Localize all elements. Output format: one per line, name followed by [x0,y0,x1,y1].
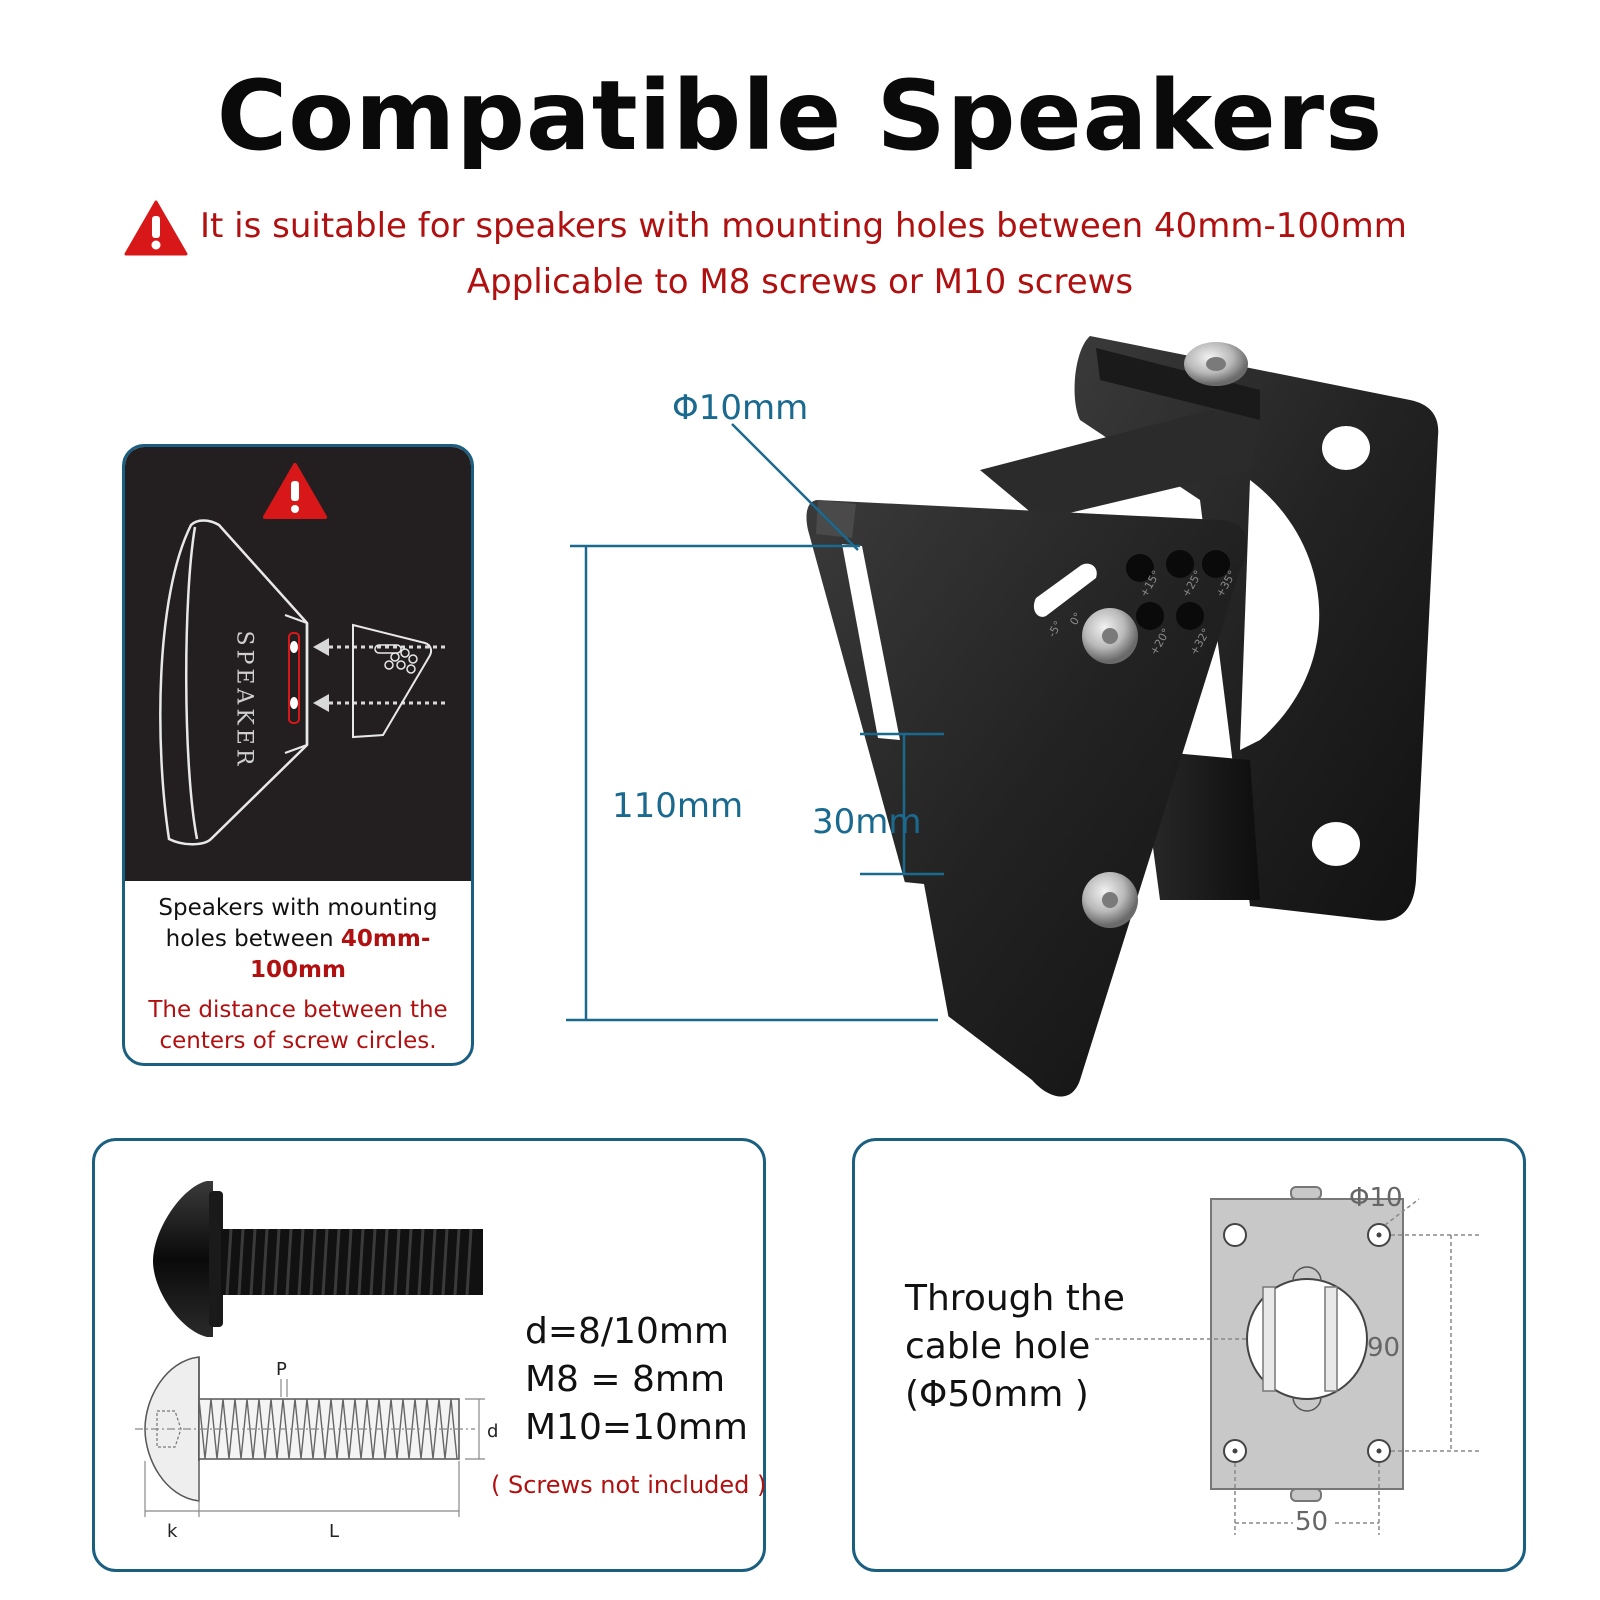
warning-triangle-icon [263,463,327,519]
hole-range-highlight: 40mm-100mm [250,926,431,983]
angle-mark: 0° [1067,610,1085,627]
speaker-description: Speakers with mounting holes between 40m… [125,893,471,986]
speaker-label: SPEAKER [231,630,257,770]
screws-not-included-note: ( Screws not included ) [491,1471,767,1499]
warning-triangle-icon [124,200,188,256]
screw-spec-card: P d k L d=8/10mm M8 = 8mm M10=10mm ( Scr… [92,1138,766,1572]
m8-spec: M8 = 8mm [525,1359,726,1400]
horizontal-spacing-label: 50 [1295,1507,1329,1537]
pitch-letter: P [276,1359,287,1380]
subtitle-line-1: It is suitable for speakers with mountin… [200,206,1407,246]
speaker-description-prefix: Speakers with mounting holes between [158,895,438,952]
diameter-letter: d [487,1421,498,1442]
spacing-dimension-label: 30mm [812,802,922,842]
cable-hole-description: Through the cable hole (Φ50mm ) [905,1275,1125,1419]
plate-hole-label: Φ10 [1349,1183,1403,1213]
screw-center-note: The distance between the centers of scre… [148,997,448,1054]
cable-text-line-1: Through the [905,1278,1125,1319]
head-length-letter: k [167,1521,178,1542]
cable-text-line-2: cable hole [905,1326,1091,1367]
speaker-illustration [159,463,445,846]
speaker-illustration-panel: SPEAKER [125,447,471,881]
length-letter: L [329,1521,339,1542]
hole-diameter-label: Φ10mm [672,388,809,428]
page-title: Compatible Speakers [216,60,1384,172]
screw-diameter-spec: d=8/10mm [525,1311,729,1352]
cable-text-line-3: (Φ50mm ) [905,1374,1089,1415]
m10-spec: M10=10mm [525,1407,748,1448]
wall-bracket-illustration: -5° 0° +15° +20° +25° +32° +35° [566,336,1439,1097]
mounting-plate-diagram [1095,1186,1479,1535]
screw-illustration: P d k L [135,1181,498,1542]
subtitle-line-2: Applicable to M8 screws or M10 screws [466,262,1134,302]
mounting-plate-card: Through the cable hole (Φ50mm ) Φ [852,1138,1526,1572]
speaker-info-card: SPEAKER Speakers with mounting holes bet… [122,444,474,1066]
height-dimension-label: 110mm [612,786,744,826]
vertical-spacing-label: 90 [1367,1333,1401,1363]
